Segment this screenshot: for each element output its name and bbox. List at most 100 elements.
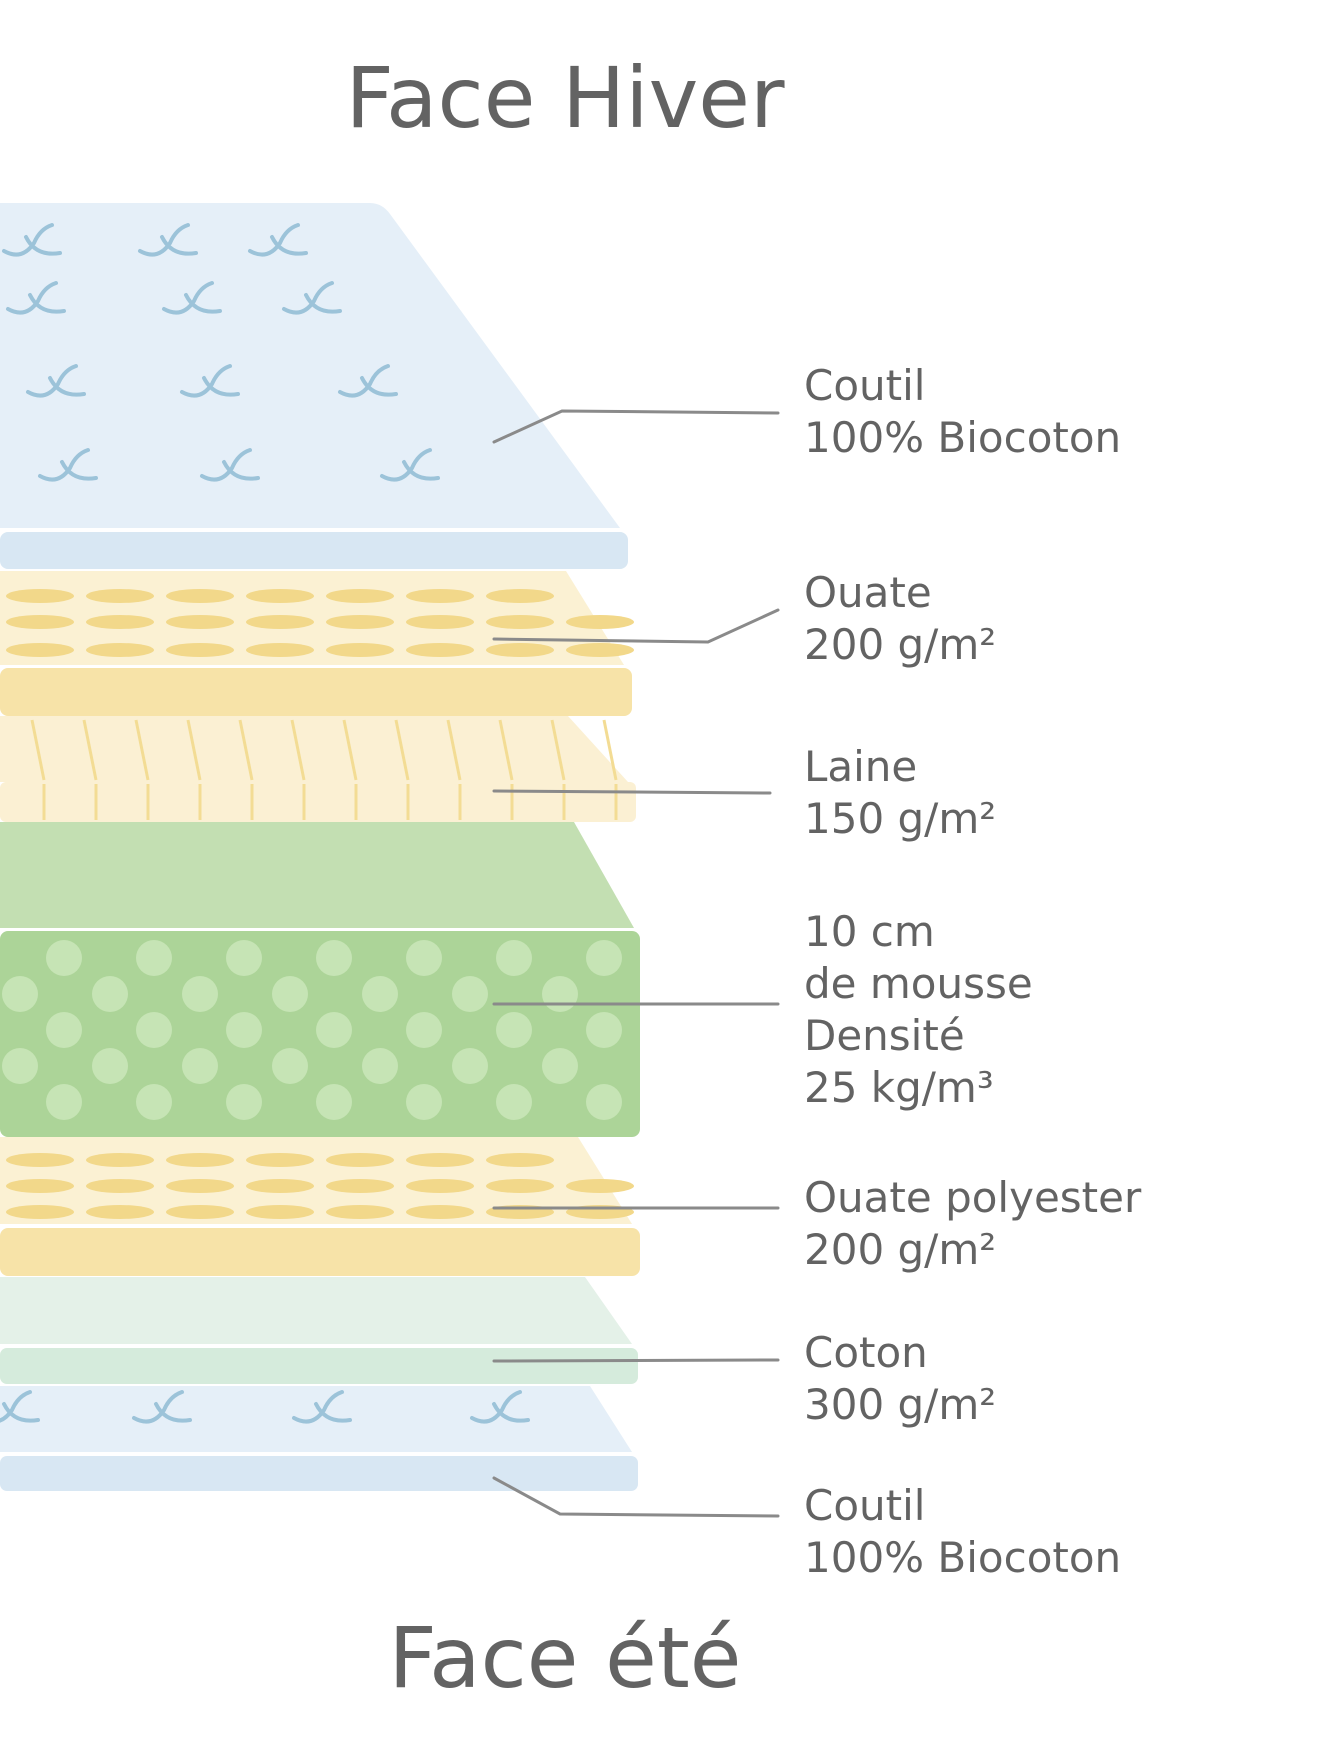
label-ouate: Ouate 200 g/m² — [804, 567, 996, 671]
wadding-motif — [246, 589, 314, 603]
layer-wool — [0, 716, 636, 822]
wool-stripe — [238, 719, 254, 781]
stitch-motif — [180, 364, 240, 398]
wadding-motif — [326, 1205, 394, 1219]
wadding-motif — [406, 1205, 474, 1219]
foam-dot — [316, 940, 352, 976]
wadding-motif — [406, 589, 474, 603]
wadding-motif — [406, 1179, 474, 1193]
wadding-motif — [486, 1153, 554, 1167]
wadding-motif — [406, 1153, 474, 1167]
wadding-motif — [6, 589, 74, 603]
wadding-edge — [0, 668, 632, 716]
label-line: 300 g/m² — [804, 1380, 997, 1429]
label-line: Coutil — [804, 1481, 926, 1530]
foam-dot — [46, 1012, 82, 1048]
foam-dot — [362, 1048, 398, 1084]
wadding-motif — [86, 1179, 154, 1193]
wadding-motif — [566, 1179, 634, 1193]
ticking-bottom-edge — [0, 1456, 638, 1491]
wadding-motif — [166, 1153, 234, 1167]
foam-dot — [316, 1084, 352, 1120]
wool-stripe — [342, 719, 358, 781]
wadding-motif — [406, 643, 474, 657]
foam-dot — [136, 940, 172, 976]
wadding-motif — [486, 615, 554, 629]
foam-surface — [0, 822, 634, 928]
label-laine: Laine 150 g/m² — [804, 741, 996, 845]
layer-wadding — [0, 571, 634, 716]
wadding-motif — [566, 643, 634, 657]
label-line: Densité — [804, 1011, 965, 1060]
label-ouate-polyester: Ouate polyester 200 g/m² — [804, 1172, 1141, 1276]
foam-dot — [46, 940, 82, 976]
ticking-top-surface — [0, 203, 620, 528]
foam-dot — [452, 976, 488, 1012]
wadding-motif — [6, 1179, 74, 1193]
label-coton: Coton 300 g/m² — [804, 1327, 996, 1431]
polyester-surface — [0, 1137, 632, 1224]
wadding-motif — [86, 589, 154, 603]
wadding-motif — [326, 1153, 394, 1167]
wadding-motif — [86, 1153, 154, 1167]
label-line: 100% Biocoton — [804, 413, 1122, 462]
foam-dot — [182, 976, 218, 1012]
wool-stripe-group — [30, 719, 618, 820]
label-line: Coutil — [804, 361, 926, 410]
label-line: 25 kg/m³ — [804, 1063, 994, 1112]
face-ete-title: Face été — [388, 1609, 742, 1707]
wadding-motif — [166, 1179, 234, 1193]
wool-edge — [0, 782, 636, 822]
stitch-motif — [292, 1390, 352, 1424]
foam-dot — [542, 1048, 578, 1084]
label-line: Ouate — [804, 568, 932, 617]
stitch-motif — [162, 281, 222, 315]
wadding-motif — [246, 615, 314, 629]
cotton-edge — [0, 1348, 638, 1384]
leader-line-coutil-top — [492, 409, 780, 444]
label-line: Coton — [804, 1328, 928, 1377]
label-coutil-top: Coutil 100% Biocoton — [804, 360, 1121, 464]
stitch-motif — [38, 448, 98, 482]
wool-stripe — [498, 719, 514, 781]
label-line: de mousse — [804, 959, 1033, 1008]
wool-stripe — [290, 719, 306, 781]
foam-dot — [272, 976, 308, 1012]
leader-line-coutil-bottom — [492, 1476, 780, 1518]
wadding-motif — [166, 643, 234, 657]
foam-dot — [272, 1048, 308, 1084]
wadding-motif — [246, 1153, 314, 1167]
wadding-motif — [566, 615, 634, 629]
wadding-motif — [166, 615, 234, 629]
foam-dot — [406, 1012, 442, 1048]
foam-dot — [46, 1084, 82, 1120]
leader-line-coton — [492, 1358, 780, 1363]
wadding-motif — [6, 1205, 74, 1219]
label-line: Laine — [804, 742, 918, 791]
stitch-motif — [132, 1390, 192, 1424]
leader-lines — [492, 409, 780, 1518]
stitch-motif — [26, 364, 86, 398]
foam-dot — [496, 940, 532, 976]
wadding-motif — [326, 1179, 394, 1193]
wadding-motif — [326, 615, 394, 629]
foam-dot — [226, 1084, 262, 1120]
foam-dot — [496, 1084, 532, 1120]
foam-dot — [316, 1012, 352, 1048]
foam-dot — [406, 940, 442, 976]
cotton-surface — [0, 1277, 632, 1344]
layer-polyester-wadding — [0, 1137, 640, 1276]
wadding-motif — [246, 643, 314, 657]
stitch-motif — [248, 223, 308, 257]
label-line: 10 cm — [804, 907, 935, 956]
wadding-motif — [86, 615, 154, 629]
foam-dot — [136, 1012, 172, 1048]
wadding-motif-group — [6, 589, 634, 657]
foam-dot — [226, 940, 262, 976]
foam-dot — [586, 940, 622, 976]
label-line: 200 g/m² — [804, 1225, 997, 1274]
label-line: 150 g/m² — [804, 794, 997, 843]
wool-stripe — [602, 719, 618, 781]
wadding-motif — [166, 1205, 234, 1219]
